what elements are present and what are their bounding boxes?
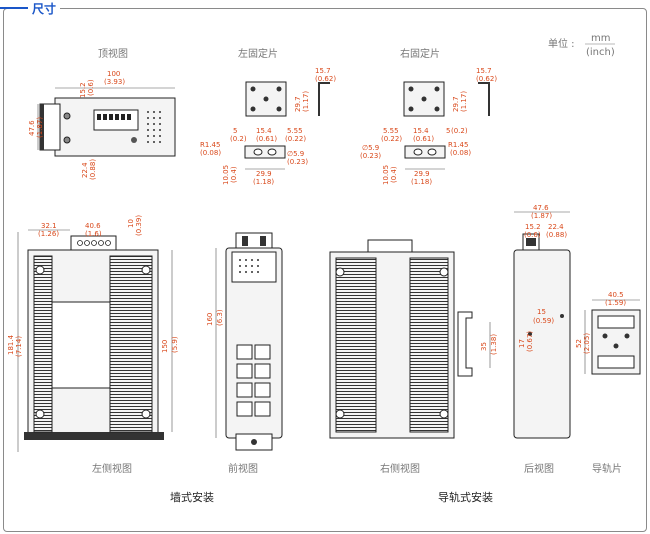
- dim-rc-405: 40.5: [608, 291, 624, 299]
- dim-ls-10-inch: (0.39): [135, 215, 143, 236]
- view-label-left-side: 左侧视图: [92, 462, 132, 475]
- caption-wall-mount: 墙式安装: [170, 490, 214, 504]
- dim-rb-555-inch: (0.22): [381, 135, 402, 143]
- dim-rb-154-inch: (0.61): [413, 135, 434, 143]
- dim-lb-299: 29.9: [256, 170, 272, 178]
- dim-lb-1005: 10.05: [222, 165, 230, 185]
- dim-top-height: 47.6: [28, 120, 36, 136]
- dim-top-b: 22.4: [81, 162, 89, 178]
- dim-rb-5-inch: (0.2): [451, 127, 468, 135]
- dim-lb-thickness: 15.7: [315, 67, 331, 75]
- dim-ls-1814: 181.4: [7, 334, 15, 355]
- dim-ls-150-inch: (5.9): [171, 336, 179, 353]
- right-bracket-view: 15.7 (0.62) 29.7 (1.17) 5.55 (0.22) 15.4…: [360, 67, 497, 186]
- caption-din-mount: 导轨式安装: [438, 490, 493, 504]
- dim-rb-1005-inch: (0.4): [390, 166, 398, 183]
- dim-rb-thickness: 15.7: [476, 67, 492, 75]
- dim-ls-406-inch: (1.6): [85, 230, 102, 238]
- dim-rs-35-inch: (1.38): [490, 334, 498, 355]
- view-label-left-bracket: 左固定片: [238, 47, 278, 60]
- left-bracket-view: 15.7 (0.62) 29.7 (1.17) 5 (0.2) 15.4 (0.…: [200, 67, 336, 186]
- title-accent: [0, 7, 30, 9]
- dim-ls-406: 40.6: [85, 222, 101, 230]
- dim-rv-476-inch: (1.87): [531, 212, 552, 220]
- dim-ls-321-inch: (1.26): [38, 230, 59, 238]
- dim-top-a-inch: (0.6): [87, 79, 95, 96]
- dim-lb-154: 15.4: [256, 127, 272, 135]
- rear-view: 47.6 (1.87) 15.2 (0.6) 22.4 (0.88) 15 (0…: [513, 204, 571, 439]
- dim-rb-555: 5.55: [383, 127, 399, 135]
- dim-lb-thickness-inch: (0.62): [315, 75, 336, 83]
- dim-lb-diameter-inch: (0.23): [287, 158, 308, 166]
- dim-lb-5: 5: [233, 127, 237, 135]
- dim-rb-diameter-inch: (0.23): [360, 152, 381, 160]
- unit-inch: (inch): [586, 47, 615, 58]
- dim-rv-224: 22.4: [548, 223, 564, 231]
- view-label-front: 前视图: [228, 462, 258, 475]
- dim-ls-1814-inch: (7.14): [15, 336, 23, 357]
- dim-lb-height-inch: (1.17): [302, 91, 310, 112]
- dim-rv-152: 15.2: [525, 223, 541, 231]
- dim-top-width: 100: [107, 70, 120, 78]
- dim-rb-thickness-inch: (0.62): [476, 75, 497, 83]
- unit-mm: mm: [591, 33, 610, 44]
- dim-rb-154: 15.4: [413, 127, 429, 135]
- view-label-top: 顶视图: [98, 47, 128, 60]
- dim-top-width-inch: (3.93): [104, 78, 125, 86]
- dim-rc-52: 52: [575, 339, 583, 348]
- dim-lb-555: 5.55: [287, 127, 303, 135]
- dim-lb-radius: R1.45: [200, 141, 220, 149]
- dim-rb-radius: R1.45: [448, 141, 468, 149]
- rail-clip-view: 40.5 (1.59) 52 (2.05): [575, 291, 641, 375]
- dim-lb-radius-inch: (0.08): [200, 149, 221, 157]
- dim-rb-diameter: ∅5.9: [362, 144, 379, 152]
- dim-lb-height: 29.7: [294, 96, 302, 112]
- front-view: 160 (6.3): [206, 232, 283, 451]
- dim-ls-321: 32.1: [41, 222, 57, 230]
- dim-lb-299-inch: (1.18): [253, 178, 274, 186]
- dim-fr-160: 160: [206, 313, 214, 326]
- dim-top-b-inch: (0.88): [89, 159, 97, 180]
- dim-rv-17-inch: (0.67): [526, 331, 534, 352]
- dim-lb-1005-inch: (0.4): [230, 166, 238, 183]
- dimension-frame: [3, 8, 647, 532]
- dim-lb-154-inch: (0.61): [256, 135, 277, 143]
- dim-rv-15: 15: [537, 308, 546, 316]
- dim-rc-52-inch: (2.05): [583, 333, 591, 354]
- dim-lb-diameter: ∅5.9: [287, 150, 304, 158]
- unit-label: 单位 :: [548, 37, 575, 50]
- dim-rb-5: 5: [446, 127, 450, 135]
- dim-rs-35: 35: [480, 342, 488, 351]
- dim-top-a: 15.2: [79, 82, 87, 98]
- dim-top-height-inch: (1.87): [36, 117, 44, 138]
- view-label-rail-clip: 导轨片: [592, 462, 622, 475]
- dim-rb-1005: 10.05: [382, 165, 390, 185]
- dim-rc-405-inch: (1.59): [605, 299, 626, 307]
- dim-lb-555-inch: (0.22): [285, 135, 306, 143]
- dim-ls-150: 150: [161, 340, 169, 353]
- dim-rv-224-inch: (0.88): [546, 231, 567, 239]
- dim-rb-299: 29.9: [414, 170, 430, 178]
- dim-fr-160-inch: (6.3): [216, 309, 224, 326]
- dim-ls-10: 10: [127, 219, 135, 228]
- dim-rb-299-inch: (1.18): [411, 178, 432, 186]
- right-side-view: 35 (1.38): [329, 239, 498, 439]
- top-view: 100 (3.93) 47.6 (1.87) 15.2 (0.6) 22.4 (…: [28, 70, 176, 180]
- dim-lb-5-inch: (0.2): [230, 135, 247, 143]
- dim-rv-15-inch: (0.59): [533, 317, 554, 325]
- section-title: 尺寸: [28, 0, 61, 17]
- dim-rb-height: 29.7: [452, 96, 460, 112]
- dim-rv-476: 47.6: [533, 204, 549, 212]
- left-side-view: 32.1 (1.26) 40.6 (1.6) 10 (0.39) 181.4 (…: [7, 215, 179, 452]
- view-label-rear: 后视图: [524, 462, 554, 475]
- dim-rv-152-inch: (0.6): [524, 231, 541, 239]
- dim-rv-17: 17: [518, 339, 526, 348]
- dim-rb-height-inch: (1.17): [460, 91, 468, 112]
- view-label-right-bracket: 右固定片: [400, 47, 440, 60]
- view-label-right-side: 右侧视图: [380, 462, 420, 475]
- dim-rb-radius-inch: (0.08): [450, 149, 471, 157]
